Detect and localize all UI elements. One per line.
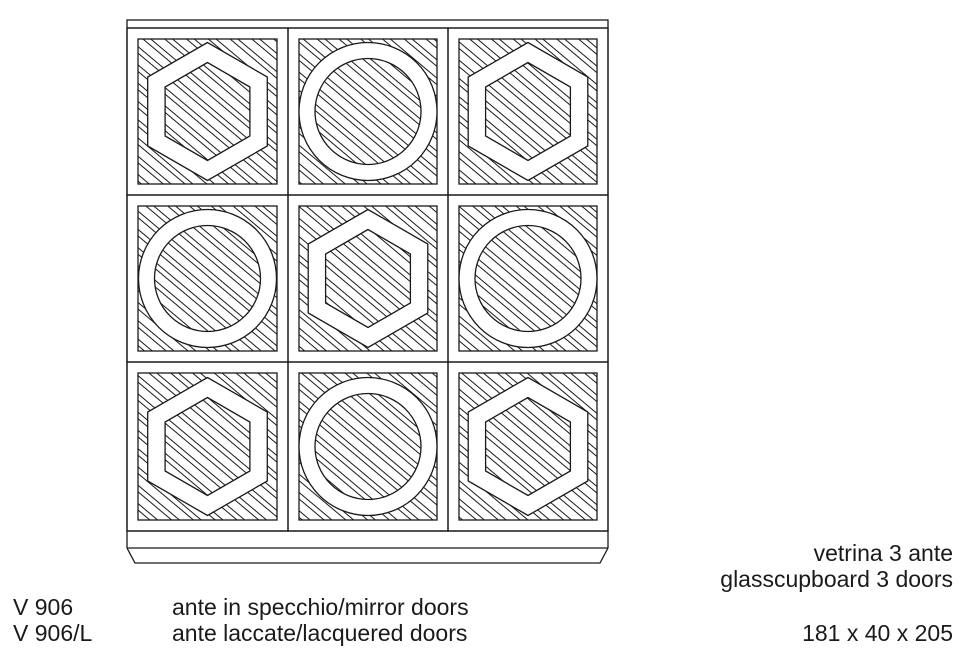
door-panel-2-2 (287, 194, 449, 363)
door-panel-3-2 (287, 361, 449, 532)
door-panel-2-1 (126, 194, 289, 363)
product-type-it: vetrina 3 ante (813, 540, 953, 566)
door-panel-1-1 (126, 27, 289, 196)
panel-grid (126, 27, 609, 532)
door-panel-3-3 (447, 361, 609, 532)
product-type-en: glasscupboard 3 doors (720, 566, 953, 592)
door-panel-1-3 (447, 27, 609, 196)
variant-description-1: ante in specchio/mirror doors (172, 594, 469, 620)
variant-description-2: ante laccate/lacquered doors (172, 620, 468, 646)
variant-code-2: V 906/L (13, 620, 93, 646)
door-panel-3-1 (126, 361, 289, 532)
variant-code-1: V 906 (13, 594, 74, 620)
door-panel-2-3 (447, 194, 609, 363)
product-dimensions: 181 x 40 x 205 (802, 620, 953, 646)
cabinet-base (126, 531, 609, 564)
door-panel-1-2 (287, 27, 449, 196)
